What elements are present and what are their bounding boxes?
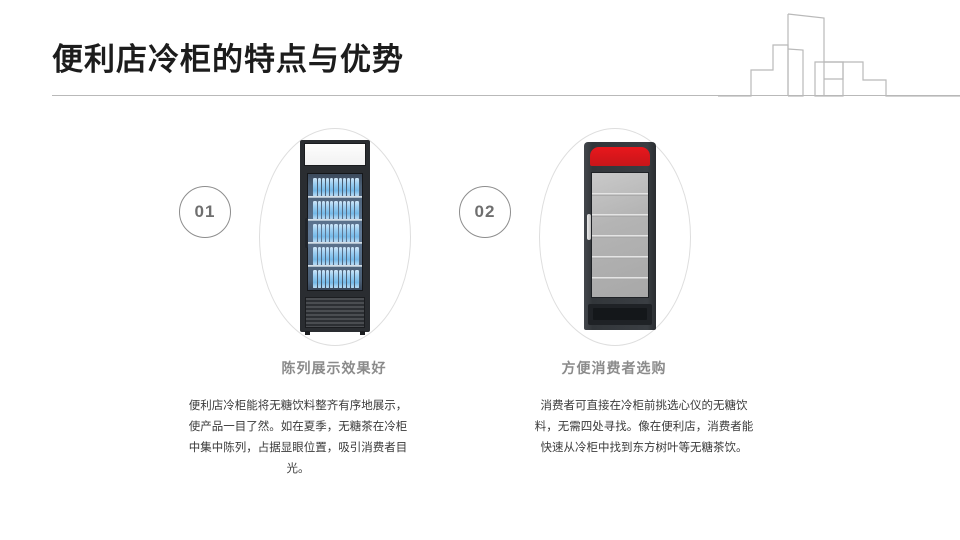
feature-heading-2: 方便消费者选购 bbox=[561, 360, 667, 376]
title-divider bbox=[52, 95, 960, 96]
cooler-door-handle bbox=[305, 218, 308, 248]
feature-item-1: 01 陈 bbox=[154, 110, 514, 510]
badge-number-01: 01 bbox=[179, 186, 231, 238]
cooler-glass-door bbox=[307, 173, 363, 291]
red-top-cooler-image bbox=[584, 142, 656, 330]
cooler-base-grille bbox=[305, 297, 365, 328]
glass-door-cooler-image bbox=[300, 140, 370, 335]
cooler-door-handle bbox=[587, 214, 591, 240]
feature-body-1: 便利店冷柜能将无糖饮料整齐有序地展示，使产品一目了然。如在夏季，无糖茶在冷柜中集… bbox=[188, 400, 408, 475]
page-title: 便利店冷柜的特点与优势 bbox=[52, 42, 404, 77]
badge-number-02: 02 bbox=[459, 186, 511, 238]
feature-item-2: 02 方便消费者选购 消费者可直接在冷柜前挑选心仪的无糖饮料，无需四处寻找。像在… bbox=[434, 110, 794, 510]
badge-label: 01 bbox=[194, 202, 216, 221]
cooler-glass-door bbox=[591, 172, 649, 298]
cooler-base-vent bbox=[593, 308, 647, 320]
feature-heading-1: 陈列展示效果好 bbox=[281, 360, 387, 376]
city-skyline-icon bbox=[718, 13, 960, 97]
cooler-base-panel bbox=[588, 304, 652, 325]
cooler-red-header-panel bbox=[590, 147, 650, 166]
cooler-foot bbox=[305, 331, 310, 335]
badge-label: 02 bbox=[474, 202, 496, 221]
cooler-foot bbox=[360, 331, 365, 335]
feature-body-2: 消费者可直接在冷柜前挑选心仪的无糖饮料，无需四处寻找。像在便利店，消费者能快速从… bbox=[534, 400, 754, 454]
cooler-header-panel bbox=[304, 143, 366, 166]
